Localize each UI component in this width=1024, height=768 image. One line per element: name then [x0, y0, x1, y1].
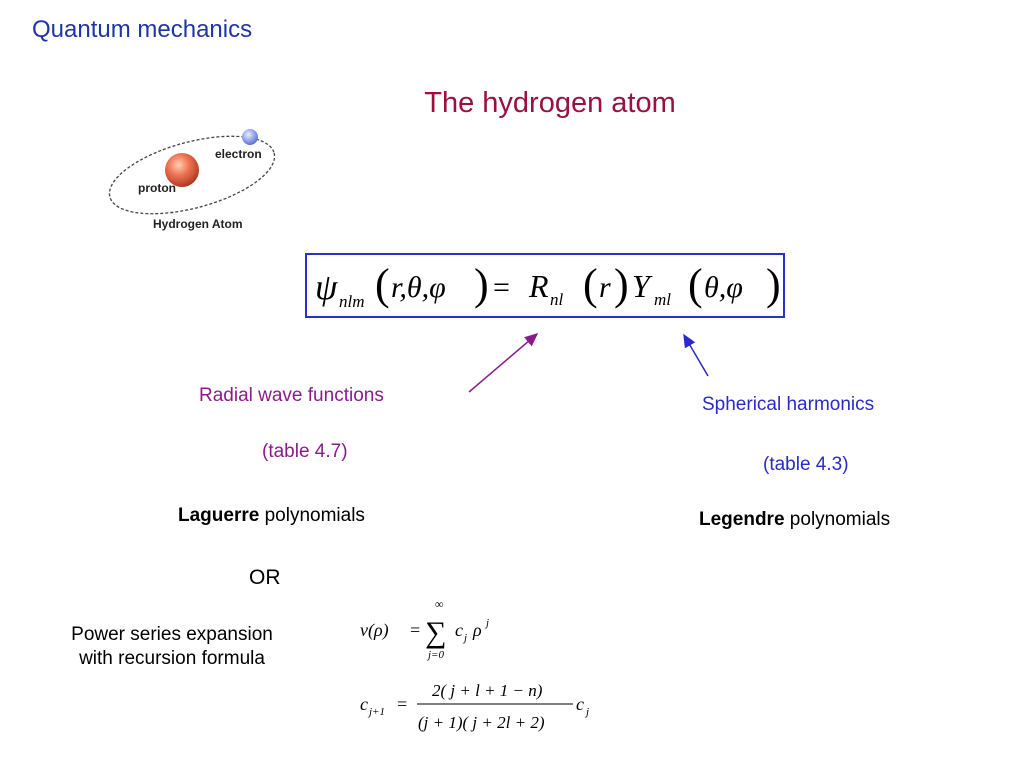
spherical-Y: Y [632, 268, 653, 304]
power-series-line2: with recursion formula [79, 648, 265, 669]
svg-text:): ) [614, 260, 629, 309]
svg-text:j=0: j=0 [426, 649, 444, 661]
svg-text:v(ρ): v(ρ) [360, 620, 389, 641]
svg-text:j+1: j+1 [367, 706, 385, 718]
svg-text:=: = [397, 694, 407, 714]
svg-text:∞: ∞ [435, 598, 444, 611]
svg-text:c: c [360, 694, 368, 714]
psi-arguments: r,θ,φ [391, 271, 446, 304]
svg-text:(j + 1)( j + 2l + 2): (j + 1)( j + 2l + 2) [418, 713, 545, 732]
laguerre-bold: Laguerre [178, 505, 260, 526]
svg-text:∑: ∑ [425, 616, 446, 649]
svg-text:): ) [766, 260, 781, 309]
svg-text:(: ( [375, 260, 390, 309]
svg-text:(: ( [583, 260, 598, 309]
wavefunction-equation: ψ nlm ( r,θ,φ ) = R nl ( r ) Y ml ( θ,φ … [315, 260, 781, 311]
proton-sphere [165, 153, 199, 187]
spherical-label: Spherical harmonics [702, 394, 875, 415]
legendre-rest: polynomials [784, 509, 891, 530]
svg-text:ρ: ρ [472, 620, 482, 640]
wavefunction-equation-box: ψ nlm ( r,θ,φ ) = R nl ( r ) Y ml ( θ,φ … [305, 253, 785, 318]
svg-text:j: j [584, 706, 589, 718]
svg-text:): ) [474, 260, 489, 309]
svg-text:c: c [455, 620, 463, 640]
radial-subscript: nl [550, 290, 564, 309]
radial-arrow [468, 333, 539, 393]
proton-label: proton [138, 181, 176, 195]
svg-text:j: j [484, 617, 489, 629]
recursion-formula: c j+1 = 2( j + l + 1 − n) (j + 1)( j + 2… [360, 681, 589, 732]
angular-arguments: θ,φ [704, 271, 743, 304]
svg-text:c: c [576, 694, 584, 714]
spherical-subscript: ml [654, 290, 671, 309]
svg-text:(: ( [688, 260, 703, 309]
svg-text:=: = [410, 620, 420, 640]
laguerre-rest: polynomials [259, 505, 365, 526]
slide-header: Quantum mechanics [32, 16, 253, 43]
spherical-table-ref: (table 4.3) [763, 454, 849, 475]
psi-symbol: ψ [315, 267, 338, 307]
svg-text:2( j + l + 1 − n): 2( j + l + 1 − n) [432, 681, 543, 700]
power-series-line1: Power series expansion [71, 624, 273, 645]
or-text: OR [249, 566, 281, 589]
legendre-bold: Legendre [699, 509, 785, 530]
atom-caption: Hydrogen Atom [153, 217, 243, 231]
orbit-ellipse [108, 135, 276, 215]
radial-R: R [528, 268, 549, 304]
spherical-arrow [683, 333, 709, 377]
slide-title: The hydrogen atom [424, 87, 676, 119]
radial-argument: r [599, 271, 611, 304]
psi-subscript: nlm [339, 292, 365, 311]
electron-label: electron [215, 147, 262, 161]
radial-table-ref: (table 4.7) [262, 441, 348, 462]
hydrogen-atom-figure: electron proton Hydrogen Atom [100, 120, 290, 235]
svg-text:j: j [462, 632, 467, 644]
electron-sphere [242, 129, 258, 145]
radial-label: Radial wave functions [199, 385, 384, 406]
power-series-formula: v(ρ) = ∞ ∑ j=0 c j ρ j [360, 598, 489, 661]
laguerre-text: Laguerre polynomials [178, 505, 365, 527]
power-series-text: Power series expansion with recursion fo… [40, 624, 304, 670]
legendre-text: Legendre polynomials [699, 509, 890, 531]
equals-sign: = [493, 271, 510, 304]
